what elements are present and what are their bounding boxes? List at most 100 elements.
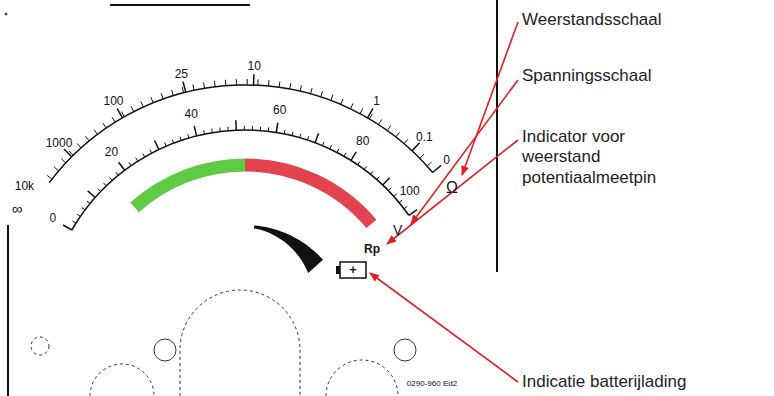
- voltage-value: 20: [105, 146, 118, 159]
- scale-tick: [388, 188, 391, 191]
- scale-tick: [399, 200, 402, 203]
- scale-tick: [194, 126, 196, 136]
- scale-tick: [155, 140, 159, 149]
- scale-tick: [110, 177, 113, 180]
- scale-tick: [87, 201, 90, 204]
- scale-tick: [116, 172, 119, 175]
- voltage-value: 60: [273, 104, 286, 117]
- voltage-scale-arc: [72, 130, 409, 230]
- frame-line: [110, 4, 250, 6]
- scale-tick: [321, 91, 323, 97]
- scale-tick: [214, 81, 216, 87]
- unit-symbol: Ω: [446, 179, 458, 197]
- scale-tick: [290, 83, 291, 89]
- knob-circle: [394, 339, 416, 361]
- callout-label: Spanningsschaal: [522, 66, 752, 86]
- knob-outline: [180, 290, 300, 396]
- scale-tick: [323, 142, 325, 146]
- leader-line: [462, 22, 518, 175]
- resistance-value: 0.1: [416, 131, 433, 144]
- scale-tick: [387, 126, 390, 131]
- scale-tick: [211, 129, 213, 133]
- scale-tick: [292, 132, 294, 136]
- resistance-value: 1: [373, 96, 380, 109]
- scale-tick: [203, 82, 205, 88]
- scale-tick: [63, 225, 72, 230]
- callout-label: Indicatie batterijlading: [522, 372, 762, 392]
- resistance-value: 10: [247, 61, 260, 74]
- callout-label: Indicator voor weerstand potentiaalmeetp…: [522, 127, 672, 188]
- resistance-value: 10k: [15, 180, 34, 193]
- infinity-symbol: ∞: [12, 201, 23, 218]
- scale-tick: [268, 127, 269, 131]
- scale-tick: [284, 130, 286, 134]
- scale-tick: [172, 90, 174, 96]
- scale-tick: [203, 130, 205, 134]
- scale-tick: [182, 87, 184, 93]
- knob-outline: [31, 337, 49, 355]
- scale-tick: [310, 88, 312, 94]
- scale-tick: [136, 158, 138, 161]
- scale-tick: [433, 165, 441, 172]
- resistance-value: 1000: [46, 137, 73, 150]
- scale-tick: [94, 130, 98, 135]
- rp-wedge: [254, 225, 323, 273]
- resistance-value: 100: [103, 96, 123, 109]
- scale-tick: [112, 117, 115, 122]
- voltage-value: 0: [49, 212, 56, 225]
- scale-tick: [247, 79, 248, 85]
- scale-tick: [244, 126, 245, 130]
- knob-circles: [154, 339, 416, 361]
- scale-tick: [330, 145, 332, 149]
- scale-tick: [279, 81, 281, 87]
- battery-terminal: [336, 266, 340, 274]
- scale-tick: [141, 102, 143, 107]
- scale-tick: [300, 134, 301, 138]
- scale-tick: [404, 206, 407, 208]
- scale-tick: [268, 80, 270, 86]
- scale-tick: [257, 79, 258, 85]
- scale-tick: [396, 132, 400, 137]
- scale-tick: [143, 154, 145, 157]
- scale-tick: [77, 143, 81, 147]
- scale-tick: [337, 149, 339, 153]
- battery-plus: +: [349, 263, 357, 277]
- knob-outlines: [31, 290, 398, 396]
- frame-line: [7, 225, 9, 396]
- scale-tick: [47, 175, 52, 179]
- scale-tick: [351, 152, 356, 160]
- scale-tick: [420, 154, 424, 158]
- scale-tick: [331, 95, 333, 101]
- scale-tick: [364, 166, 366, 169]
- knob-outline: [90, 364, 154, 396]
- frame-line: [496, 0, 498, 272]
- scale-tick: [307, 136, 308, 140]
- callout-label: Weerstandsschaal: [522, 10, 752, 30]
- scale-tick: [344, 153, 346, 156]
- scale-tick: [368, 108, 374, 118]
- scale-tick: [236, 79, 237, 85]
- scale-tick: [371, 171, 374, 174]
- scale-tick: [377, 177, 380, 180]
- voltage-value: 40: [185, 108, 198, 121]
- resistance-value: 0: [443, 154, 450, 167]
- scale-tick: [300, 85, 301, 91]
- scale-tick: [341, 99, 343, 105]
- scale-tick: [315, 133, 319, 142]
- scale-tick: [73, 221, 76, 223]
- green-band: [135, 165, 245, 207]
- scale-tick: [150, 150, 152, 154]
- part-number: 0290-960 Ed2: [407, 380, 457, 389]
- scale-tick: [103, 123, 106, 128]
- scale-tick: [129, 162, 131, 165]
- scale-tick: [253, 74, 255, 85]
- scale-tick: [183, 82, 186, 93]
- scale-tick: [404, 139, 408, 144]
- scale-tick: [358, 161, 360, 164]
- scale-tick: [54, 167, 59, 171]
- knob-circle: [154, 339, 176, 361]
- resistance-value: 25: [175, 68, 188, 81]
- scale-tick: [394, 194, 397, 197]
- scale-tick: [188, 134, 189, 138]
